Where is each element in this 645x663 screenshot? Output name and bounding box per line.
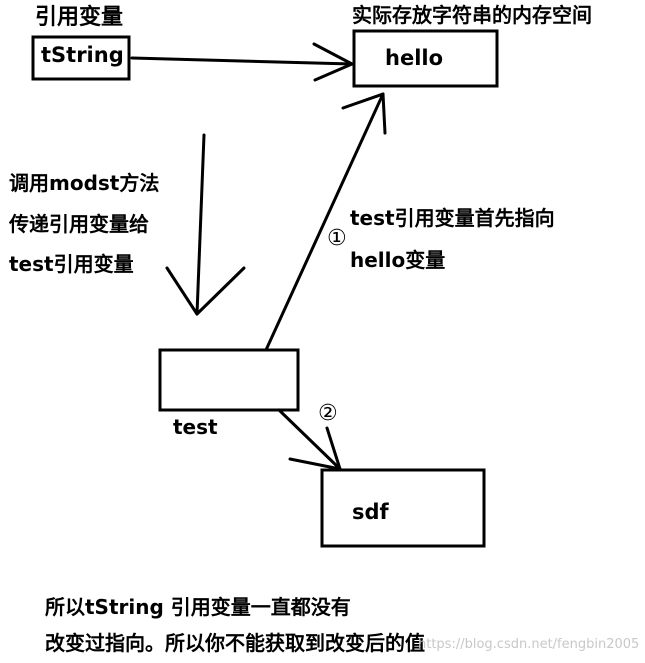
watermark: https://blog.csdn.net/fengbin2005 xyxy=(418,637,640,652)
ref-var-label: 引用变量 xyxy=(35,5,124,30)
step2-marker: ② xyxy=(318,401,338,426)
test-points-label-line1: test引用变量首先指向 xyxy=(350,206,555,230)
arrow-test-to-sdf xyxy=(277,408,342,471)
hello-box xyxy=(352,29,499,88)
arrow-test-to-hello xyxy=(264,92,387,352)
call-label-line1: 调用modst方法 xyxy=(9,171,160,195)
sdf-box xyxy=(320,468,486,548)
conclusion-line1: 所以tString 引用变量一直都没有 xyxy=(45,595,351,619)
hello-text: hello xyxy=(385,46,444,70)
conclusion-line2: 改变过指向。所以你不能获取到改变后的值 xyxy=(45,631,425,655)
test-points-label-line2: hello变量 xyxy=(350,248,446,272)
memory-label: 实际存放字符串的内存空间 xyxy=(352,3,592,27)
step1-marker: ① xyxy=(327,226,347,251)
call-label-line3: test引用变量 xyxy=(9,252,134,276)
sdf-text: sdf xyxy=(352,500,389,524)
tstring-box xyxy=(31,35,131,81)
arrow-tstring-to-hello xyxy=(130,42,354,82)
test-box xyxy=(158,348,300,412)
tstring-text: tString xyxy=(41,43,124,67)
test-label: test xyxy=(173,415,218,439)
arrow-call-to-test xyxy=(165,133,246,316)
call-label-line2: 传递引用变量给 xyxy=(9,212,149,236)
